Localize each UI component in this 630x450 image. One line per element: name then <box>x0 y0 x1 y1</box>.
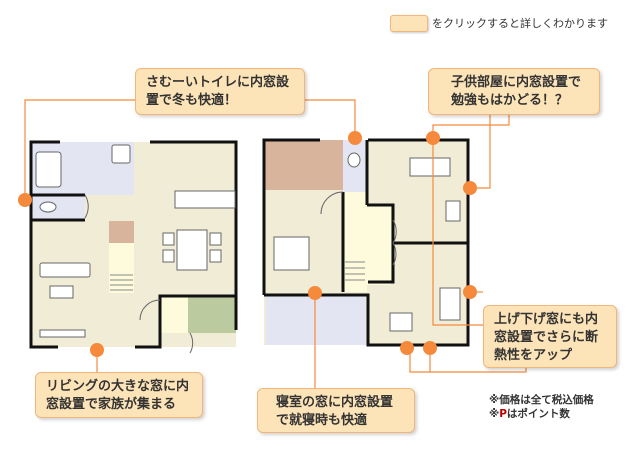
toilet-1f <box>31 195 85 220</box>
window-marker <box>463 285 477 299</box>
window-marker <box>463 181 477 195</box>
window-marker <box>90 343 104 357</box>
closet <box>265 140 343 190</box>
points-text: はポイント数 <box>506 408 570 420</box>
callout-living[interactable]: リビングの大きな窓に内窓設置で家族が集まる <box>35 372 203 418</box>
note-prefix: ※ <box>489 408 500 420</box>
points-note: ※Pはポイント数 <box>489 406 570 421</box>
legend-text: をクリックすると詳しくわかります <box>432 17 608 30</box>
second-floor-plan <box>262 138 470 347</box>
window-marker <box>18 193 32 207</box>
callout-connectors <box>24 99 527 388</box>
tatami <box>188 296 236 333</box>
stairs-2f <box>343 192 367 292</box>
window-marker <box>348 131 362 145</box>
legend-swatch <box>390 15 428 32</box>
p-mark: P <box>499 408 507 420</box>
window-marker <box>423 341 437 355</box>
tax-note: ※価格は全て税込価格 <box>489 394 594 406</box>
first-floor-plan <box>29 140 238 354</box>
callout-bedroom[interactable]: 寝室の窓に内窓設置で就寝時も快適 <box>257 388 415 433</box>
window-marker <box>426 131 440 145</box>
balcony <box>266 295 366 345</box>
callout-sash-window[interactable]: 上げ下げ窓にも内窓設置でさらに断熱性をアップ <box>483 305 617 368</box>
window-marker <box>308 286 322 300</box>
window-markers <box>18 131 477 357</box>
callout-toilet[interactable]: さむーいトイレに内窓設置で冬も快適！ <box>135 68 305 115</box>
window-marker <box>400 341 414 355</box>
callout-kids-room[interactable]: 子供部屋に内窓設置で勉強もはかどる！？ <box>428 68 600 115</box>
